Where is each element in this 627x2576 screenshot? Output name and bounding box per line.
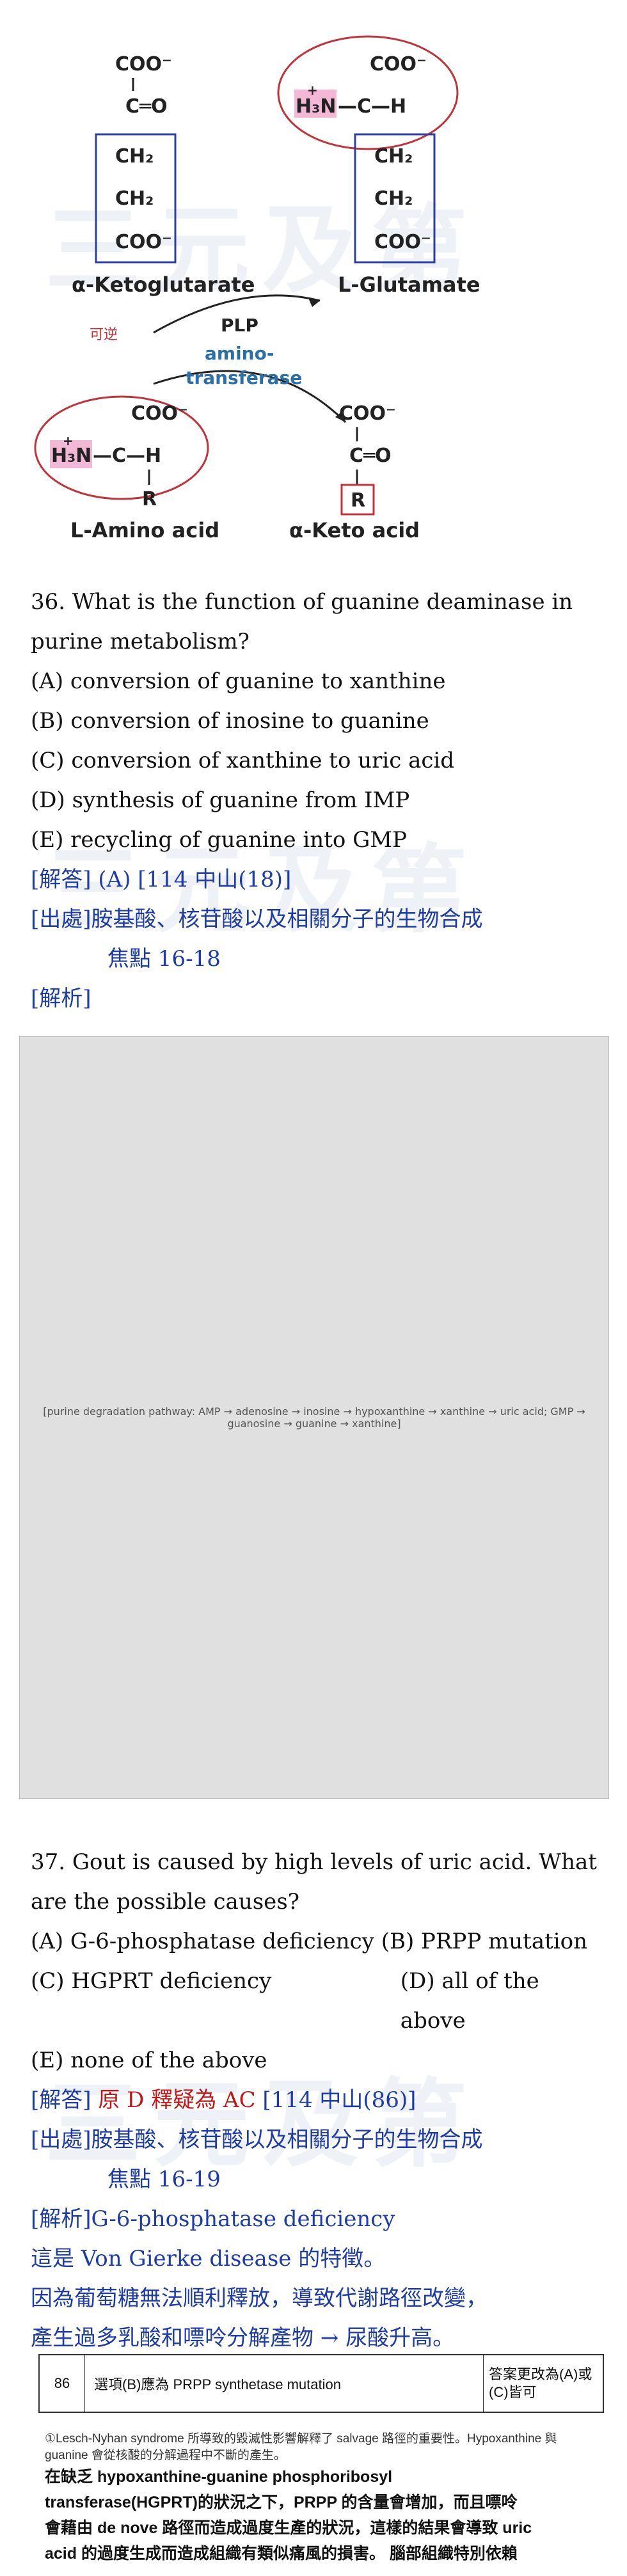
- question-36-option-b: (B) conversion of inosine to guanine: [31, 708, 429, 734]
- question-37: 37. Gout is caused by high levels of uri…: [31, 1842, 600, 2358]
- amino-acid-amino-charge: +: [63, 433, 74, 448]
- reversible-note: 可逆: [90, 327, 118, 343]
- question-37-explain-line3: 產生過多乳酸和嘌呤分解產物 → 尿酸升高。: [31, 2325, 455, 2351]
- question-37-options-cd: (C) HGPRT deficiency (D) all of the abov…: [31, 1961, 600, 2041]
- keto-acid-r-box: [340, 484, 375, 516]
- purine-degradation-figure: [purine degradation pathway: AMP → adeno…: [19, 1036, 609, 1799]
- question-37-focus: 焦點 16-19: [107, 2167, 221, 2192]
- revision-table: 86 選項(B)應為 PRPP synthetase mutation 答案更改…: [38, 2354, 604, 2413]
- question-37-option-e: (E) none of the above: [31, 2048, 267, 2073]
- amino-acid-amino: H₃N: [51, 445, 91, 467]
- ketoglutarate-ch2-2: CH₂: [115, 187, 154, 210]
- glutamate-ch2-1: CH₂: [374, 145, 413, 168]
- question-37-answer: [解答] 原 D 釋疑為 AC [114 中山(86)]: [31, 2080, 600, 2120]
- ketoglutarate-ch2-1: CH₂: [115, 145, 154, 168]
- question-36-source: [出處]胺基酸、核苷酸以及相關分子的生物合成: [31, 906, 483, 932]
- question-37-answer-revision: 原 D 釋疑為 AC: [98, 2087, 256, 2113]
- ketoglutarate-carbonyl: C═O: [125, 95, 168, 118]
- excerpt-line3: 會藉由 de nove 路徑而造成過度生產的狀況，這樣的結果會導致 uric: [45, 2519, 532, 2537]
- amino-acid-alpha-carbon: —C—H: [93, 445, 161, 467]
- question-36-explain-label: [解析]: [31, 986, 91, 1011]
- excerpt-line2: transferase(HGPRT)的狀況之下，PRPP 的含量會增加，而且嘌呤: [45, 2493, 518, 2511]
- ketoglutarate-side-chain-box: [95, 133, 177, 264]
- textbook-excerpt: ①Lesch-Nyhan syndrome 所導致的毀滅性影響解釋了 salva…: [45, 2431, 601, 2566]
- glutamate-name: L-Glutamate: [338, 273, 480, 297]
- forward-arrowhead: [308, 298, 320, 307]
- enzyme-name-1: amino-: [205, 343, 274, 364]
- question-37-source: [出處]胺基酸、核苷酸以及相關分子的生物合成: [31, 2127, 483, 2153]
- question-36-stem-line1: 36. What is the function of guanine deam…: [31, 589, 573, 615]
- glutamate-amino-charge: +: [307, 83, 318, 98]
- glutamate-amino-highlight: [294, 90, 337, 118]
- question-37-explain-line1: 這是 Von Gierke disease 的特徵。: [31, 2246, 386, 2272]
- question-37-explain-line2: 因為葡萄糖無法順利釋放，導致代謝路徑改變，: [31, 2286, 488, 2311]
- amino-acid-coo: COO⁻: [131, 402, 188, 425]
- amino-acid-amino-circle: [34, 395, 209, 500]
- amino-acid-name: L-Amino acid: [70, 518, 219, 542]
- keto-acid-carbonyl: C═O: [349, 445, 392, 467]
- glutamate-amino: H₃N: [296, 95, 336, 118]
- reverse-arrowhead: [335, 411, 345, 422]
- plp-label: PLP: [221, 315, 258, 336]
- enzyme-name-2: transferase: [186, 367, 302, 388]
- revision-table-item: 選項(B)應為 PRPP synthetase mutation: [85, 2355, 484, 2412]
- question-37-option-a: (A) G-6-phosphatase deficiency: [31, 1929, 374, 1954]
- question-36-option-d: (D) synthesis of guanine from IMP: [31, 787, 410, 813]
- question-37-option-b: (B) PRPP mutation: [381, 1929, 588, 1954]
- forward-arrow: [153, 294, 321, 334]
- amino-acid-r-group: R: [142, 488, 157, 510]
- question-37-answer-source: [114 中山(86)]: [255, 2087, 417, 2113]
- glutamate-coo-bottom: COO⁻: [374, 231, 431, 253]
- glutamate-ch2-2: CH₂: [374, 187, 413, 210]
- keto-acid-r-group: R: [351, 489, 365, 512]
- excerpt-line4: acid 的過度生成而造成組織有類似痛風的損害。 腦部組織特別依賴: [45, 2545, 518, 2563]
- keto-acid-coo: COO⁻: [339, 402, 396, 425]
- reverse-arrow: [153, 370, 347, 423]
- question-36: 36. What is the function of guanine deam…: [31, 582, 600, 1018]
- revision-table-decision: 答案更改為(A)或(C)皆可: [489, 2366, 592, 2400]
- excerpt-line1: 在缺乏 hypoxanthine-guanine phosphoribosyl: [45, 2468, 393, 2486]
- amino-acid-amino-highlight: [50, 440, 92, 468]
- transamination-diagram: COO⁻ C═O CH₂ CH₂ COO⁻ α-Ketoglutarate CO…: [34, 35, 480, 542]
- keto-acid-name: α-Keto acid: [289, 518, 420, 542]
- question-37-stem-line1: 37. Gout is caused by high levels of uri…: [31, 1849, 597, 1875]
- ketoglutarate-coo-bottom: COO⁻: [115, 231, 172, 253]
- question-36-stem-line2: purine metabolism?: [31, 629, 250, 654]
- question-37-option-c: (C) HGPRT deficiency: [31, 1968, 272, 1994]
- glutamate-coo-top: COO⁻: [370, 53, 427, 75]
- glutamate-side-chain-box: [354, 133, 436, 264]
- ketoglutarate-coo-top: COO⁻: [115, 53, 172, 75]
- question-36-option-a: (A) conversion of guanine to xanthine: [31, 668, 446, 694]
- question-36-option-e: (E) recycling of guanine into GMP: [31, 827, 407, 853]
- question-36-option-c: (C) conversion of xanthine to uric acid: [31, 748, 455, 773]
- question-37-option-d: (D) all of the above: [400, 1968, 539, 2034]
- question-36-answer: [解答] (A) [114 中山(18)]: [31, 867, 292, 892]
- question-37-explain-label: [解析]G-6-phosphatase deficiency: [31, 2206, 395, 2232]
- glutamate-alpha-carbon: —C—H: [338, 95, 406, 118]
- question-37-answer-prefix: [解答]: [31, 2087, 99, 2113]
- glutamate-amino-circle: [277, 35, 459, 150]
- question-36-focus: 焦點 16-18: [107, 946, 221, 972]
- question-37-stem-line2: are the possible causes?: [31, 1889, 299, 1915]
- ketoglutarate-name: α-Ketoglutarate: [72, 273, 255, 297]
- excerpt-intro: ①Lesch-Nyhan syndrome 所導致的毀滅性影響解釋了 salva…: [45, 2432, 557, 2462]
- question-37-options-ab: (A) G-6-phosphatase deficiency (B) PRPP …: [31, 1922, 600, 1961]
- revision-table-number: 86: [40, 2355, 85, 2412]
